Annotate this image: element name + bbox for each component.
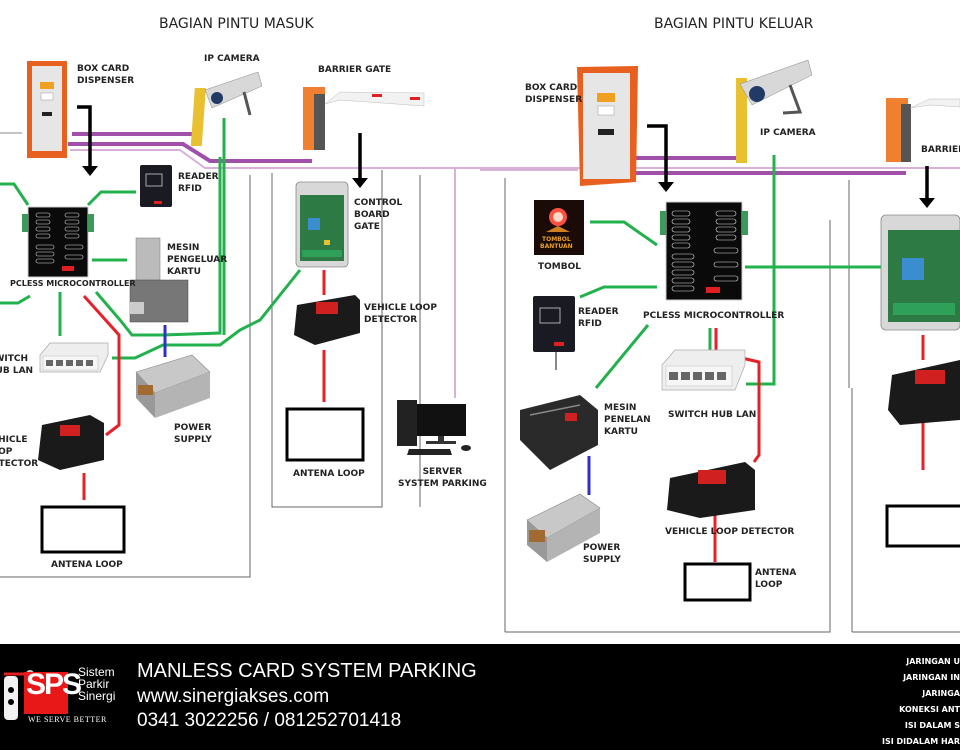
entry-box-card-dispenser-label: BOX CARD DISPENSER <box>77 64 135 86</box>
entry-pcless-microcontroller-icon <box>22 206 94 278</box>
entry-barrier-gate-icon <box>303 87 425 150</box>
red-wires-exit <box>713 328 925 562</box>
exit-ip-camera-label: IP CAMERA <box>760 128 816 138</box>
arrow-heads <box>82 166 935 208</box>
gate-antenna-loop-box <box>285 407 365 462</box>
exit-vehicle-loop-detector-label: VEHICLE LOOP DETECTOR <box>665 527 795 537</box>
purple-wires <box>68 132 906 175</box>
exit-pcless-microcontroller-label: PCLESS MICROCONTROLLER <box>643 311 785 321</box>
green-wires-exit <box>579 155 888 389</box>
entry-vehicle-loop-detector-label: VEHICLE LOOP DETECTOR <box>0 435 39 469</box>
entry-antenna-loop-label: ANTENA LOOP <box>51 560 123 570</box>
footer-title: MANLESS CARD SYSTEM PARKING <box>137 660 477 682</box>
logo-line-2: Parkir <box>78 677 110 691</box>
exit-card-swallowing-machine-label: MESIN PENELAN KARTU <box>604 403 651 437</box>
exit-vehicle-loop-detector-icon <box>667 462 755 518</box>
gate-vehicle-loop-detector-icon <box>294 295 360 345</box>
server-label: SERVER SYSTEM PARKING <box>398 467 487 489</box>
exit-card-swallowing-machine-icon <box>520 395 598 470</box>
tombol-bantuan-sign-text: TOMBOL BANTUAN <box>540 236 573 250</box>
entry-ip-camera-icon <box>190 71 263 146</box>
entry-ip-camera-label: IP CAMERA <box>204 54 260 64</box>
exit-gate-antenna-loop-box <box>885 504 960 548</box>
exit-section-title: BAGIAN PINTU KELUAR <box>654 16 814 32</box>
entry-antenna-loop-box <box>40 505 126 554</box>
green-wires-entry <box>0 118 302 360</box>
entry-pcless-microcontroller-label: PCLESS MICROCONTROLLER <box>10 279 136 288</box>
legend-item: JARINGAN IN <box>903 673 960 682</box>
gate-antenna-loop-label: ANTENA LOOP <box>293 469 365 479</box>
exit-reader-rfid-icon <box>533 296 575 370</box>
legend-item: JARINGA <box>922 689 960 698</box>
blue-wires <box>163 325 591 495</box>
exit-box-card-dispenser-icon <box>577 66 638 186</box>
entry-card-issuing-machine-icon <box>129 237 189 323</box>
exit-control-board-gate-icon <box>880 214 960 331</box>
footer-website-link[interactable]: www.sinergiakses.com <box>137 686 330 707</box>
tombol-bantuan-button-icon <box>534 200 584 255</box>
logo-line-3: Sinergi <box>78 689 116 703</box>
exit-power-supply-label: POWER SUPPLY <box>583 543 621 565</box>
exit-reader-rfid-label: READER RFID <box>578 307 619 329</box>
footer-phone: 0341 3022256 / 081252701418 <box>137 710 402 731</box>
entry-box-card-dispenser-icon <box>27 61 67 158</box>
exit-antenna-loop-box <box>683 562 752 602</box>
entry-barrier-gate-label: BARRIER GATE <box>318 65 392 75</box>
exit-switch-hub-icon <box>661 349 746 391</box>
legend-item: KONEKSI ANT <box>899 705 960 714</box>
exit-antenna-loop-label: ANTENA LOOP <box>755 568 797 590</box>
control-board-gate-label: CONTROL BOARD GATE <box>354 198 403 232</box>
barrier-logo-icon <box>4 670 68 720</box>
entry-power-supply-icon <box>135 354 211 418</box>
tombol-label: TOMBOL <box>538 262 581 272</box>
server-computer-icon <box>397 400 471 455</box>
entry-card-issuing-machine-label: MESIN PENGELUAR KARTU <box>167 243 228 277</box>
exit-barrier-gate-label: BARRIER <box>921 145 960 155</box>
logo-line-1: Sistem <box>78 665 115 679</box>
control-board-gate-icon <box>295 181 349 268</box>
exit-gate-vehicle-loop-detector-icon <box>888 360 960 425</box>
exit-box-card-dispenser-label: BOX CARD DISPENSER <box>525 83 583 105</box>
entry-reader-rfid-icon <box>140 165 172 207</box>
footer-banner: SPS Sistem Parkir Sinergi WE SERVE BETTE… <box>0 644 960 750</box>
entry-section-title: BAGIAN PINTU MASUK <box>159 16 314 32</box>
legend-item: ISI DALAM S <box>904 721 960 730</box>
entry-switch-hub-icon <box>39 342 109 373</box>
logo-letters: SPS <box>26 668 82 701</box>
legend-item: JARINGAN U <box>906 657 960 666</box>
entry-switch-hub-label: SWITCH HUB LAN <box>0 354 34 376</box>
exit-power-supply-icon <box>526 493 601 562</box>
exit-ip-camera-icon <box>736 59 813 163</box>
entry-power-supply-label: POWER SUPPLY <box>174 423 212 445</box>
control-arrows <box>77 105 929 203</box>
exit-barrier-gate-icon <box>886 98 960 162</box>
sps-logo: SPS Sistem Parkir Sinergi WE SERVE BETTE… <box>4 666 124 732</box>
entry-reader-rfid-label: READER RFID <box>178 172 219 194</box>
gate-vehicle-loop-detector-label: VEHICLE LOOP DETECTOR <box>364 303 437 325</box>
exit-switch-hub-label: SWITCH HUB LAN <box>668 410 757 420</box>
red-wires-entry <box>82 270 326 500</box>
wiring-diagram <box>0 59 960 633</box>
wire-legend: JARINGAN U JARINGAN IN JARINGA KONEKSI A… <box>810 654 960 750</box>
entry-vehicle-loop-detector-icon <box>38 415 104 470</box>
legend-item: ISI DIDALAM HAR <box>881 737 960 746</box>
exit-pcless-microcontroller-icon <box>660 201 748 301</box>
logo-tagline: WE SERVE BETTER <box>28 715 107 724</box>
